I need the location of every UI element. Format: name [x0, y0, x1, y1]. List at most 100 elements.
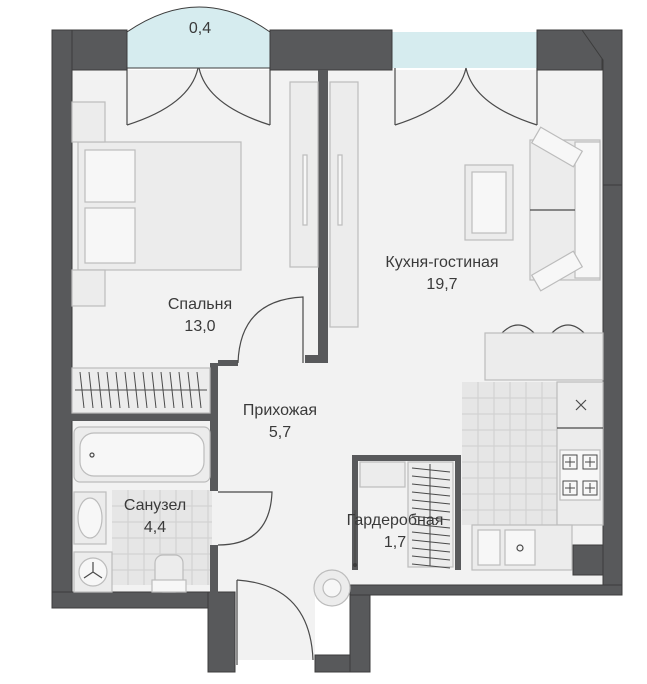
kitchen-door-left-arc [394, 67, 467, 126]
wardrobe-shelf [359, 461, 406, 488]
kitchen-door-right-arc [465, 67, 538, 126]
stove-burners [562, 454, 598, 496]
bedroom-furniture [71, 81, 319, 414]
exterior-walls [51, 29, 623, 673]
room-label-bedroom: Спальня 13,0 [140, 294, 260, 338]
wall-left [51, 29, 73, 609]
bedroom-wardrobe-door [302, 154, 308, 226]
wall-right [602, 184, 623, 596]
burner-grate [565, 457, 575, 467]
hanger [411, 563, 451, 569]
nightstand-bottom [71, 269, 106, 307]
hanger [411, 531, 451, 537]
bathtub-drain [89, 452, 95, 458]
burner [582, 454, 598, 470]
tv-stand-door [337, 154, 343, 226]
doors [217, 296, 356, 665]
hanger [411, 491, 451, 497]
room-label-balcony: 0,4 [180, 18, 220, 40]
room-label-bathroom: Санузел 4,4 [105, 495, 205, 539]
bathroom-name: Санузел [123, 497, 187, 514]
kitchen-living-name: Кухня-гостиная [385, 254, 499, 271]
sofa-back [574, 141, 601, 279]
hanger [411, 547, 451, 553]
dining-counter [484, 332, 604, 381]
room-label-hallway: Прихожая 5,7 [225, 400, 335, 444]
hanger [411, 467, 451, 473]
kitchen-living-area: 19,7 [426, 276, 458, 293]
burner [562, 480, 578, 496]
sofa-arm-bottom [530, 250, 584, 292]
sofa-arm-top [530, 126, 584, 168]
wall-entry-left [207, 591, 236, 673]
hanger [411, 555, 451, 561]
hall-light-point [353, 563, 357, 567]
room-label-kitchen-living: Кухня-гостиная 19,7 [368, 252, 516, 296]
coffee-table-top [471, 171, 507, 234]
burner [562, 454, 578, 470]
burner-grate [565, 483, 575, 493]
kitchen-tile-grid [462, 382, 557, 525]
hanger [411, 515, 451, 521]
wardrobe-hangers [411, 464, 451, 569]
wall-corner-box [572, 544, 604, 576]
wall-wardrobe-top [352, 455, 460, 461]
bathroom-area: 4,4 [143, 519, 167, 536]
room-label-wardrobe: Гардеробная 1,7 [335, 510, 455, 554]
hanger [411, 499, 451, 505]
hanger [411, 483, 451, 489]
wardrobe-area: 1,7 [383, 534, 407, 551]
bed-pillow-bottom [84, 207, 136, 264]
stove [559, 449, 601, 501]
bathroom-fixtures [73, 426, 211, 593]
balcony-area: 0,4 [188, 20, 212, 37]
burner-grate [585, 457, 595, 467]
wall-hall-top-left [218, 360, 238, 366]
wall-bedroom-kitchen [318, 70, 328, 360]
wardrobe-furniture [359, 461, 454, 569]
bathroom-sink-basin [77, 497, 103, 539]
wall-bottom-right [349, 584, 623, 596]
bathtub-inner [79, 432, 205, 477]
tv-stand [329, 81, 359, 328]
bathroom-door [217, 491, 273, 546]
hanger [411, 475, 451, 481]
sink-drain [516, 544, 524, 552]
bedroom-area: 13,0 [184, 318, 216, 335]
kitchen-cross [575, 399, 587, 411]
wall-hall-stub [305, 355, 328, 363]
kitchen-window [392, 32, 538, 126]
wall-entry-right-vert [349, 584, 371, 673]
wall-bedroom-closet [70, 413, 217, 421]
wall-wardrobe-right [455, 455, 461, 570]
entry-door [236, 579, 314, 665]
wall-top-mid [269, 29, 393, 71]
hall-fixtures [313, 563, 357, 607]
wall-bath-hall [210, 421, 218, 491]
wall-entry-right [314, 654, 353, 673]
nightstand-top [71, 101, 106, 143]
bedroom-name: Спальня [167, 296, 233, 313]
hall-round-table-inner [322, 578, 342, 598]
bed-pillow-top [84, 149, 136, 203]
burner [582, 480, 598, 496]
hallway-area: 5,7 [268, 424, 292, 441]
sink-left [477, 529, 501, 566]
wall-bedroom-hall [210, 363, 218, 421]
toilet-tank [151, 579, 187, 593]
balcony-window [126, 6, 271, 126]
sink-right [504, 529, 536, 566]
closet-hangers [75, 371, 207, 409]
living-furniture [329, 81, 604, 571]
hanger [411, 507, 451, 513]
hanger [411, 523, 451, 529]
balcony-door-left-arc [126, 67, 199, 126]
balcony-door-right-arc [198, 67, 271, 126]
wardrobe-name: Гардеробная [346, 512, 444, 529]
hallway-name: Прихожая [242, 402, 318, 419]
washing-machine-blades [83, 562, 103, 579]
kitchen-window-glass [392, 32, 537, 68]
burner-grate [585, 483, 595, 493]
wall-bath-hall-low [210, 545, 218, 595]
